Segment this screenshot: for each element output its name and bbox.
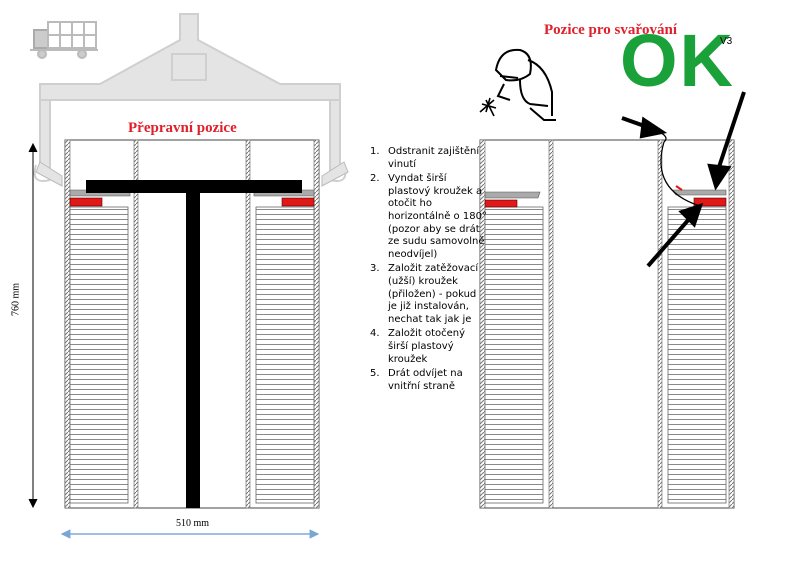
step-text: Odstranit zajištění vinutí [388,146,480,170]
step-item: 3. Založit zatěžovací (užší) kroužek (při… [370,263,488,326]
truck-icon [30,21,98,59]
step-text: Vyndat širší plastový kroužek a otočit h… [388,173,487,260]
welding-position-title: Pozice pro svařování [544,22,678,38]
version-label: V3 [720,36,733,47]
step-text: Drát odvíjet na vnitřní straně [388,368,463,392]
step-text: Založit otočený širší plastový kroužek [388,328,466,365]
step-number: 1. [370,146,380,157]
height-dimension [28,142,38,509]
step-item: 4. Založit otočený širší plastový kroužek [370,328,488,366]
lifting-beam [33,13,347,182]
step-item: 2. Vyndat širší plastový kroužek a otočit… [370,173,488,261]
step-item: 5. Drát odvíjet na vnitřní straně [370,368,488,393]
right-drum [479,127,735,509]
transport-position-title: Přepravní pozice [128,120,237,136]
step-number: 2. [370,173,380,185]
welder-icon [479,48,556,121]
step-number: 3. [370,263,380,275]
step-item: 1. Odstranit zajištění vinutí [370,146,488,171]
width-dimension-label: 510 mm [176,518,210,529]
ok-label: OK [620,19,735,102]
step-text: Založit zatěžovací (užší) kroužek (přilo… [388,263,479,325]
height-dimension-label: 760 mm [10,282,22,317]
instruction-list: 1. Odstranit zajištění vinutí 2. Vyndat ši… [370,146,488,395]
step-number: 5. [370,368,380,380]
step-number: 4. [370,328,380,340]
left-drum [35,139,349,509]
callout-arrows [621,91,746,268]
